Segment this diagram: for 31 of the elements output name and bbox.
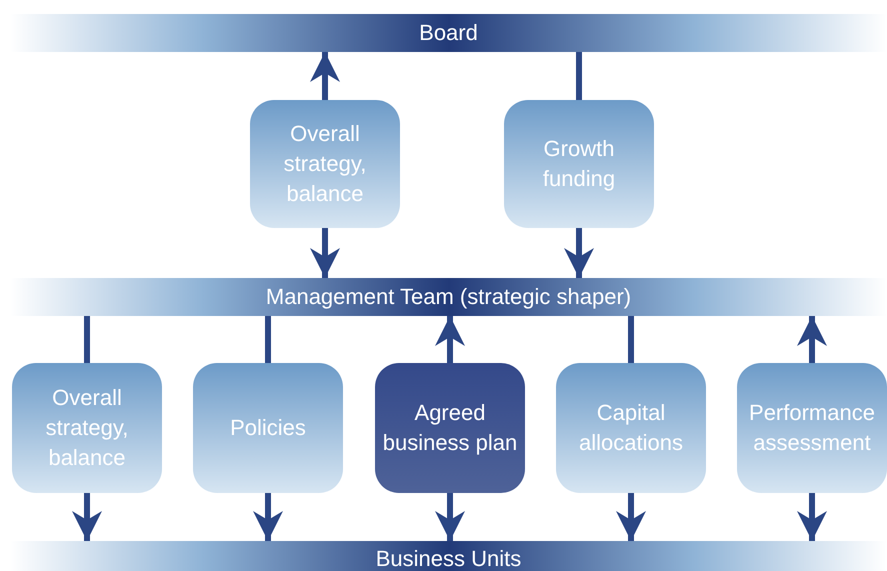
arrow	[72, 493, 102, 541]
box-label: Overall strategy, balance	[44, 384, 130, 472]
arrow	[435, 493, 465, 541]
connector-line	[628, 316, 634, 363]
arrow	[435, 316, 465, 363]
arrow	[310, 52, 340, 100]
arrow	[797, 493, 827, 541]
box-label: Agreed business plan	[382, 399, 518, 457]
band-label: Board	[419, 20, 478, 46]
band-label: Management Team (strategic shaper)	[266, 284, 632, 310]
arrow	[797, 316, 827, 363]
box-label: Capital allocations	[578, 399, 684, 457]
rounded-box	[12, 363, 162, 493]
connector-line	[576, 52, 582, 100]
box-label: Growth funding	[542, 135, 616, 193]
box-label: Overall strategy, balance	[282, 120, 368, 208]
rounded-box	[375, 363, 525, 493]
rounded-box	[504, 100, 654, 228]
arrow	[310, 228, 340, 278]
connector-line	[84, 316, 90, 363]
rounded-box	[737, 363, 887, 493]
connector-line	[265, 316, 271, 363]
arrow	[616, 493, 646, 541]
arrow	[253, 493, 283, 541]
rounded-box	[193, 363, 343, 493]
rounded-box	[250, 100, 400, 228]
box-label: Policies	[230, 414, 306, 442]
box-label: Performance assessment	[748, 399, 876, 457]
rounded-box	[556, 363, 706, 493]
arrow	[564, 228, 594, 278]
band-label: Business Units	[376, 546, 522, 571]
